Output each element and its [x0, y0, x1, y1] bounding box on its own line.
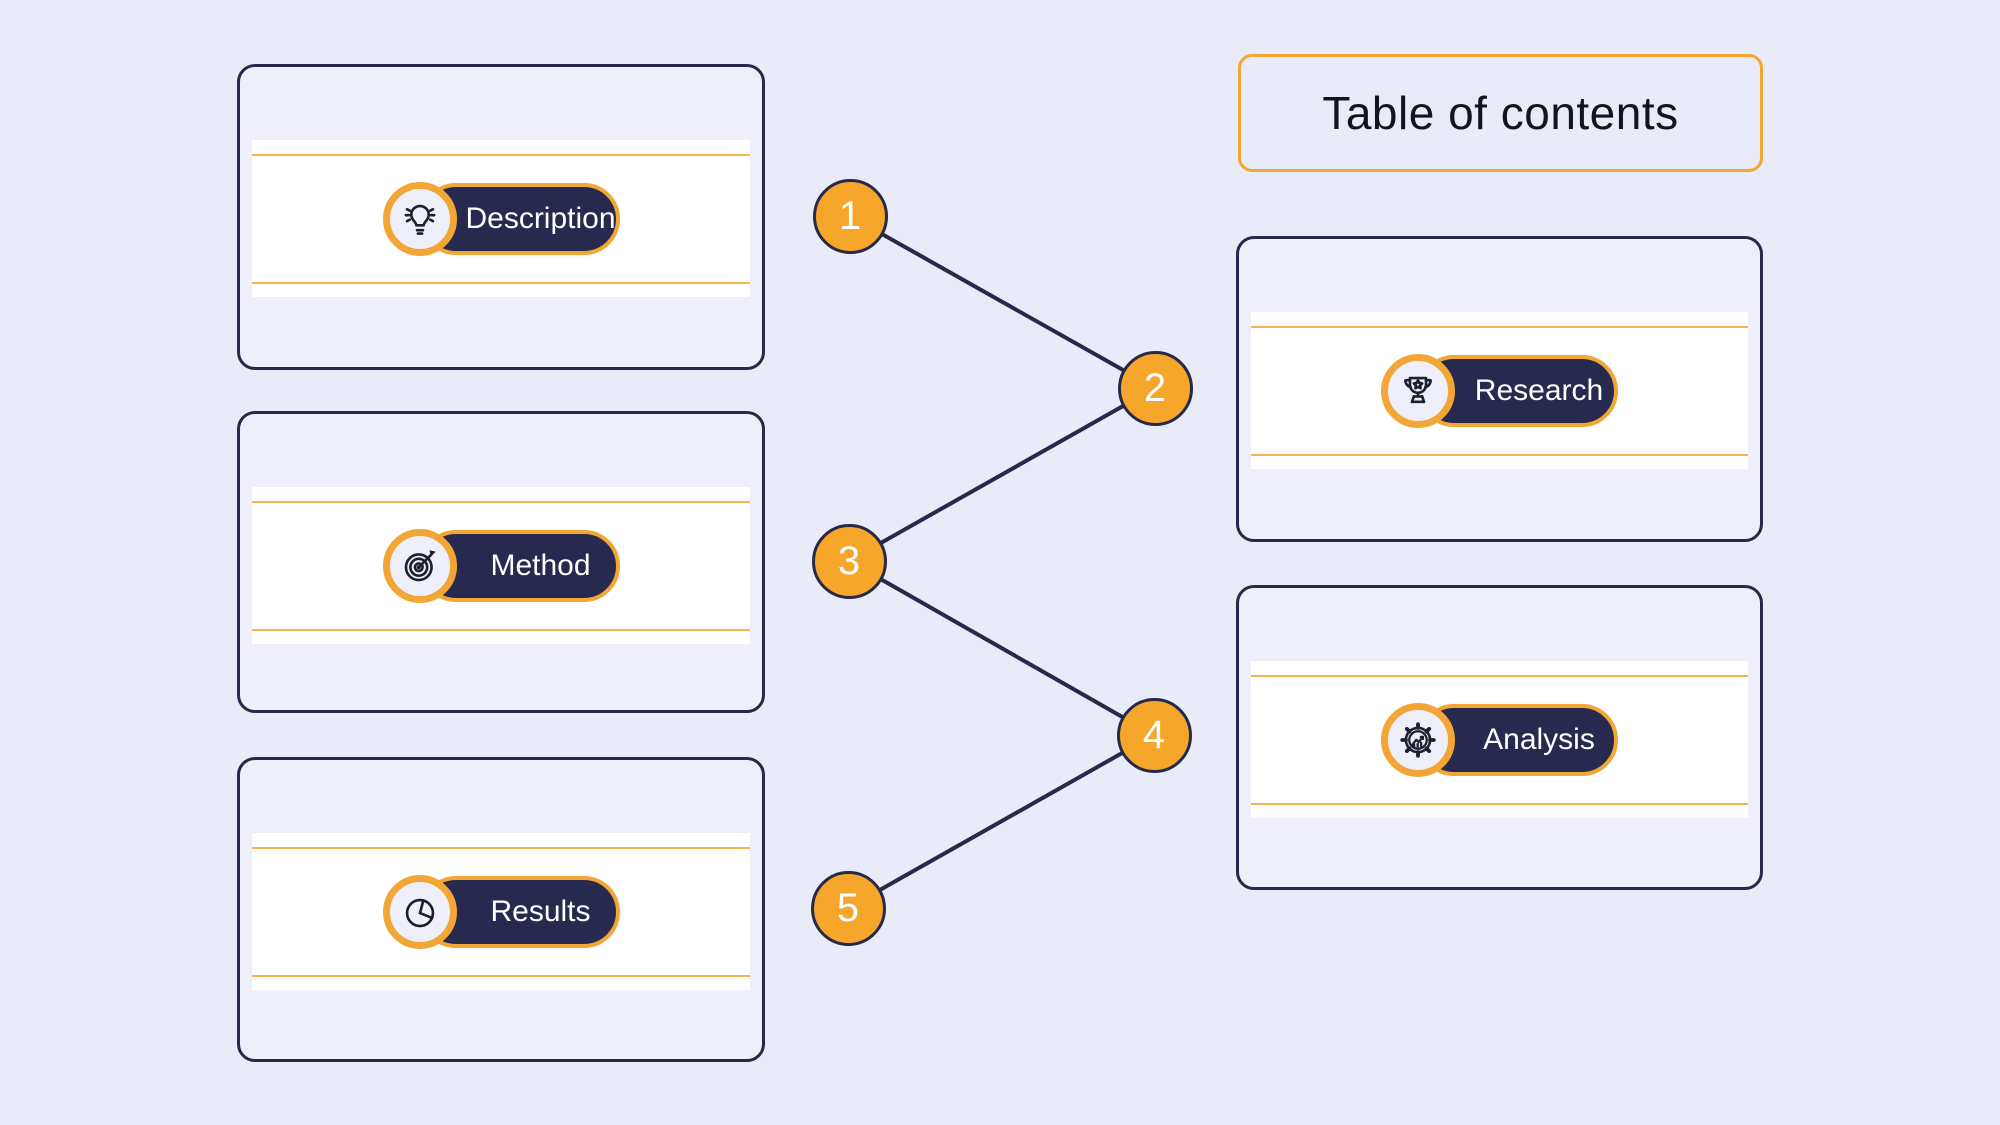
card-band: Method [252, 487, 750, 644]
accent-hairline [1251, 454, 1748, 456]
accent-hairline [252, 154, 750, 156]
card-description: Description [237, 64, 765, 370]
card-method: Method [237, 411, 765, 713]
pill-icon-circle [382, 528, 457, 603]
step-number: 5 [836, 885, 860, 930]
pill-label: Research [1474, 373, 1604, 407]
accent-hairline [252, 847, 750, 849]
page-title: Table of contents [1322, 87, 1679, 139]
card-research: Research [1236, 236, 1763, 542]
pie-chart-icon [405, 898, 434, 927]
accent-hairline [1251, 803, 1748, 805]
step-number: 2 [1143, 365, 1167, 410]
connector-line-3-2 [848, 386, 1156, 563]
title-box: Table of contents [1238, 54, 1763, 172]
card-band: Research [1251, 312, 1748, 469]
gear-analytics-icon [1400, 721, 1436, 758]
step-number: 3 [837, 538, 861, 583]
accent-hairline [252, 975, 750, 977]
description-pill: Description [382, 181, 620, 256]
research-pill: Research [1381, 353, 1618, 428]
step-node-5: 5 [810, 870, 886, 946]
pill-icon-circle [1381, 702, 1455, 777]
connector-line-1-2 [849, 214, 1156, 390]
connector-line-3-4 [848, 559, 1155, 737]
pill-icon-circle [382, 181, 457, 256]
accent-hairline [252, 629, 750, 631]
pill-label: Results [490, 894, 591, 928]
accent-hairline [252, 501, 750, 503]
trophy-icon [1403, 376, 1433, 403]
pill-icon-circle [382, 874, 457, 949]
connector-line-5-4 [847, 733, 1155, 910]
card-band: Results [252, 833, 750, 990]
step-number: 4 [1142, 712, 1166, 757]
accent-hairline [1251, 675, 1748, 677]
step-node-2: 2 [1117, 350, 1193, 426]
pill-icon-circle [1381, 353, 1455, 428]
accent-hairline [252, 282, 750, 284]
results-pill: Results [382, 874, 620, 949]
step-node-1: 1 [812, 178, 888, 254]
analysis-pill: Analysis [1381, 702, 1618, 777]
card-results: Results [237, 757, 765, 1062]
step-node-4: 4 [1116, 697, 1192, 773]
step-node-3: 3 [811, 523, 887, 599]
pill-label: Method [490, 548, 591, 582]
step-number: 1 [838, 193, 862, 238]
pill-label: Description [465, 201, 616, 235]
lightbulb-icon [404, 204, 435, 235]
accent-hairline [1251, 326, 1748, 328]
card-analysis: Analysis [1236, 585, 1763, 890]
method-pill: Method [382, 528, 620, 603]
pill-label: Analysis [1483, 722, 1595, 756]
card-band: Description [252, 140, 750, 297]
target-icon [404, 549, 436, 581]
card-band: Analysis [1251, 661, 1748, 818]
